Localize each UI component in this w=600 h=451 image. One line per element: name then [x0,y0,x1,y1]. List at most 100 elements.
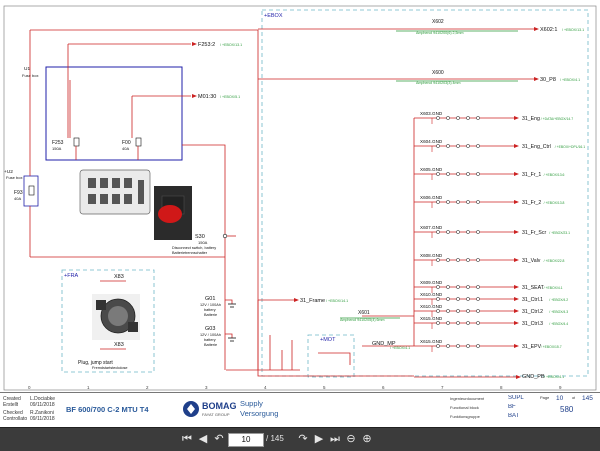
tb-page-no: 10 [556,395,564,402]
ground-pin [456,297,460,301]
x602-output: X602:1 [540,27,557,33]
ground-pin [446,309,450,313]
s30-rating: 150A [198,240,208,245]
ground-pin [436,344,440,348]
m01-ref: M01:30 [198,94,216,100]
switch-red-knob [158,205,182,223]
ground-net-label: 31_Ctrl.2 [522,309,543,315]
tb-creator: L.Dociabke [30,396,56,402]
fra-label: +FRA [64,273,79,279]
f00-value: 40A [122,146,129,151]
ground-pin [476,144,480,148]
tb-model: BF 600/700 C-2 MTU T4 [66,405,149,414]
m01-arrow [192,94,197,98]
tb-key-1: SUPL [508,395,524,401]
x600-output-ref: / +EBOX/4.1 [560,78,580,82]
tb-created-date: 09/11/2018 [30,402,55,408]
ground-net-label: 31_Eng [522,116,540,122]
ground-pin [436,200,440,204]
m01-ref-sub: / +EBOX/5.1 [220,95,240,99]
ground-net-ref: / +EBOX/22.8 [544,259,565,263]
ground-arrow [514,297,519,301]
tb-title-en: Supply [240,399,263,408]
s30-label: S30 [195,234,205,240]
ground-pin [446,321,450,325]
u1-tag: U1 [24,66,30,72]
f253-ref-sub: / +EBOX/13.1 [220,43,242,47]
tb-key-3: BAT [508,413,520,419]
ground-pin [446,200,450,204]
ground-pin [476,200,480,204]
column-number: 6 [382,385,385,390]
ground-pin [466,285,470,289]
ground-pin [466,321,470,325]
ground-net-label: 31_Fr_1 [522,172,541,178]
f00-label: F00 [122,140,131,146]
tb-checked-date: 09/11/2018 [30,416,55,422]
fuse-f253-symbol [73,137,80,147]
fuse-box-photo-slots [88,178,144,204]
ground-pin [446,285,450,289]
ground-pin [456,230,460,234]
f93-label: F93 [14,190,23,196]
page-number-input[interactable]: 10 [228,433,264,447]
tb-field-2: Functional block [450,405,479,410]
ground-pin [466,116,470,120]
ground-pin [446,344,450,348]
mot-label: +MOT [320,337,336,343]
x83-plug-label-de: Fremdstartsteckdose [92,366,127,370]
ground-pin [466,344,470,348]
tb-geprueft-label: Controllato [3,416,28,422]
ground-net-label: 31_Ctrl.1 [522,297,543,303]
fuse-box-photo [79,169,151,215]
ground-net-ref: / +EBOX/15.7 [541,345,562,349]
tb-page-label: Page [540,395,550,400]
x601-label: X601 [358,310,370,316]
ground-pin [446,172,450,176]
ground-net-ref: / +EBOX/4.3 [549,310,568,314]
ground-pin [456,258,460,262]
forward-icon[interactable]: ↷ [298,433,308,445]
back-icon[interactable]: ↶ [214,433,224,445]
x600-wire-label: Amphenol 9410203(3) 4mm [416,81,461,85]
ground-pin [476,297,480,301]
next-page-icon[interactable]: ▶ [314,433,324,445]
battery-g03-symbol [228,337,236,342]
f93-value: 40A [14,196,21,201]
prev-page-icon[interactable]: ◀ [198,433,208,445]
ground-pin [476,309,480,313]
ground-pin [466,172,470,176]
ground-connector-label: X606.GND [420,195,443,200]
ground-pin [436,172,440,176]
gndmp-ref: GND_MP [372,341,396,347]
s30-desc-de: Batterietrennschalter [172,251,208,255]
column-number: 9 [559,385,562,390]
page-total: / 145 [266,434,284,443]
ground-net-label: 31_EPV [522,344,542,350]
ground-connector-label: X605.GND [420,167,443,172]
ground-arrow [514,344,519,348]
first-page-icon[interactable]: ⏮ [182,433,192,445]
x602-output-ref: / +EBOX/13.1 [562,28,584,32]
ground-connector-label: X615.GND [420,339,443,344]
ground-pin [466,309,470,313]
tb-key-2: BF [508,404,516,410]
ground-pin [466,200,470,204]
ground-net-ref: / +EBOX/+DPL/16.1 [555,145,585,149]
ground-net-ref: / +EBOX/4.2 [549,298,568,302]
zoom-out-icon[interactable]: ⊖ [346,433,356,445]
ground-pin [436,309,440,313]
mot-frame [307,334,355,378]
ground-pin [466,297,470,301]
column-number: 4 [264,385,267,390]
zoom-in-icon[interactable]: ⊕ [362,433,372,445]
ground-pin [466,258,470,262]
ground-pin [476,321,480,325]
ground-pin [476,116,480,120]
schematic-sheet: +EBOX +FRA +MOT U1 Fuse box F253 150A F0… [3,5,597,391]
ground-pin [456,321,460,325]
ground-pin [456,309,460,313]
ground-pin [436,230,440,234]
last-page-icon[interactable]: ⏭ [330,433,340,445]
tb-brand-sub: FAYAT GROUP [202,412,230,417]
